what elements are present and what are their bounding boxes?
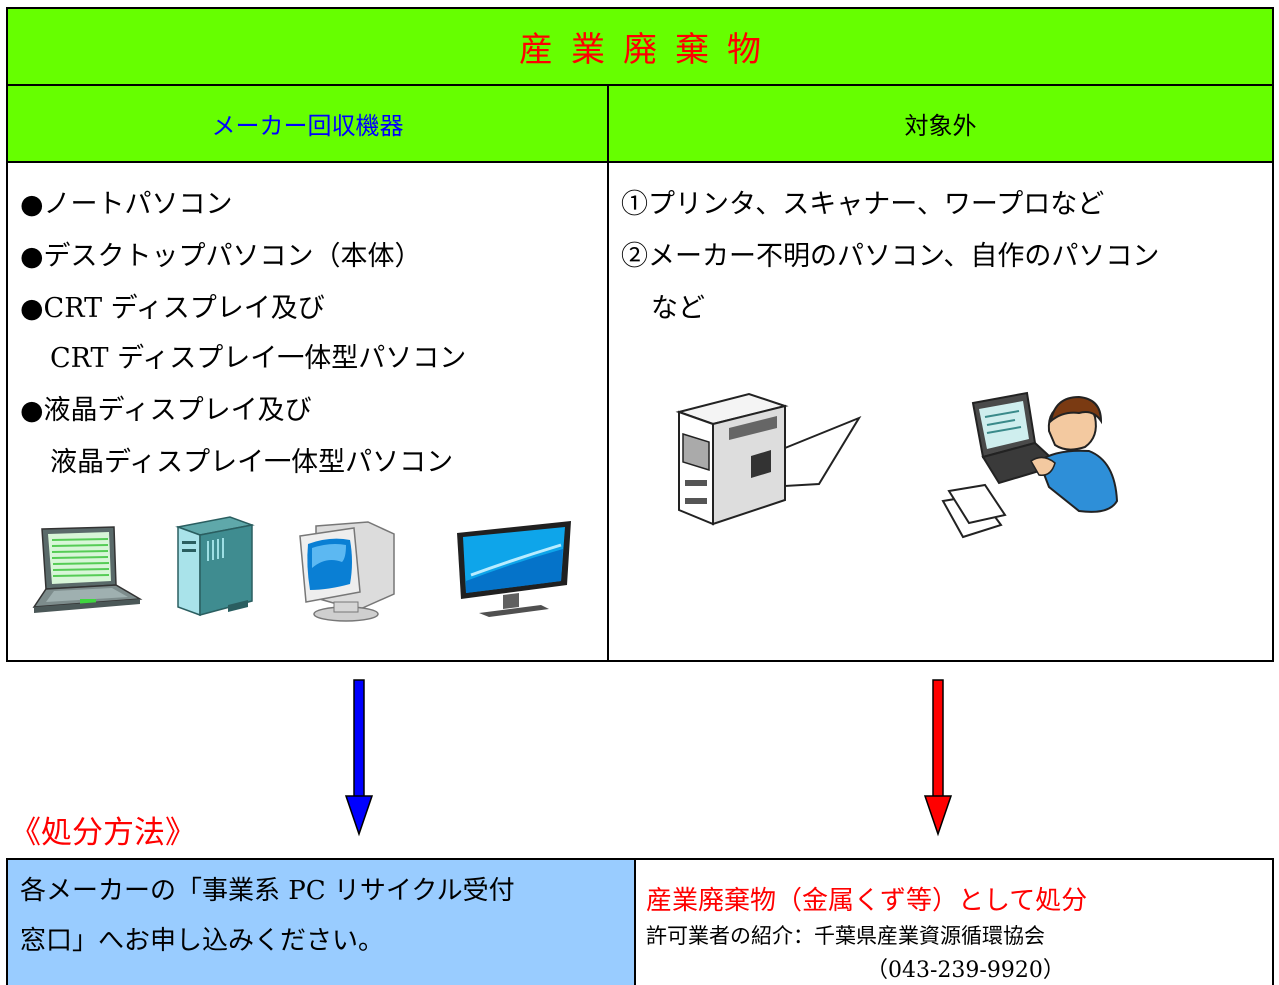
industrial-waste-method-cell: 産業廃棄物（金属くず等）として処分 許可業者の紹介：千葉県産業資源循環協会 （0… — [636, 860, 1272, 985]
column-header-not-covered: 対象外 — [609, 86, 1272, 161]
list-item-crt-display-sub: CRT ディスプレイ一体型パソコン — [50, 343, 467, 374]
manufacturer-method-line1: 各メーカーの「事業系 PC リサイクル受付 — [20, 876, 515, 906]
down-arrow-red — [923, 679, 953, 837]
list-item-notebook-pc: ●ノートパソコン — [20, 189, 233, 220]
table-title-row: 産業廃棄物 — [8, 9, 1272, 86]
crt-monitor-icon — [299, 521, 395, 622]
column-header-row: メーカー回収機器 対象外 — [8, 86, 1272, 163]
disposal-method-table: 各メーカーの「事業系 PC リサイクル受付 窓口」へお申し込みください。 産業廃… — [6, 858, 1274, 985]
disposal-category-table: 産業廃棄物 メーカー回収機器 対象外 ●ノートパソコン ●デスクトップパソコン（… — [6, 7, 1274, 662]
manufacturer-method-line2: 窓口」へお申し込みください。 — [20, 926, 385, 956]
lcd-monitor-icon — [457, 521, 571, 617]
not-covered-cell: ①プリンタ、スキャナー、ワープロなど ②メーカー不明のパソコン、自作のパソコン … — [609, 163, 1272, 660]
list-item-desktop-pc: ●デスクトップパソコン（本体） — [20, 241, 422, 272]
list-item-lcd-display: ●液晶ディスプレイ及び — [20, 395, 312, 426]
manufacturer-collection-cell: ●ノートパソコン ●デスクトップパソコン（本体） ●CRT ディスプレイ及び C… — [8, 163, 609, 660]
licensed-contractor-referral: 許可業者の紹介：千葉県産業資源循環協会 — [646, 924, 1045, 948]
column-header-manufacturer-collection: メーカー回収機器 — [8, 86, 609, 161]
list-item-crt-display: ●CRT ディスプレイ及び — [20, 293, 325, 324]
contact-phone: （043-239-9920） — [866, 958, 1065, 983]
not-covered-item-printer: ①プリンタ、スキャナー、ワープロなど — [621, 189, 1105, 220]
table-body-row: ●ノートパソコン ●デスクトップパソコン（本体） ●CRT ディスプレイ及び C… — [8, 163, 1272, 660]
printer-icon — [675, 392, 862, 526]
laptop-icon — [32, 526, 143, 613]
list-item-lcd-display-sub: 液晶ディスプレイ一体型パソコン — [50, 447, 454, 478]
down-arrow-blue — [344, 679, 374, 837]
not-covered-item-unknown-pc: ②メーカー不明のパソコン、自作のパソコン — [621, 241, 1160, 272]
table-title: 産業廃棄物 — [519, 30, 779, 70]
tower-pc-icon — [175, 516, 255, 617]
industrial-waste-method-main: 産業廃棄物（金属くず等）として処分 — [646, 886, 1088, 916]
person-at-computer-icon — [941, 391, 1119, 539]
disposal-method-heading: 《処分方法》 — [10, 815, 196, 851]
manufacturer-method-cell: 各メーカーの「事業系 PC リサイクル受付 窓口」へお申し込みください。 — [8, 860, 636, 985]
not-covered-item-etc: など — [651, 293, 705, 324]
